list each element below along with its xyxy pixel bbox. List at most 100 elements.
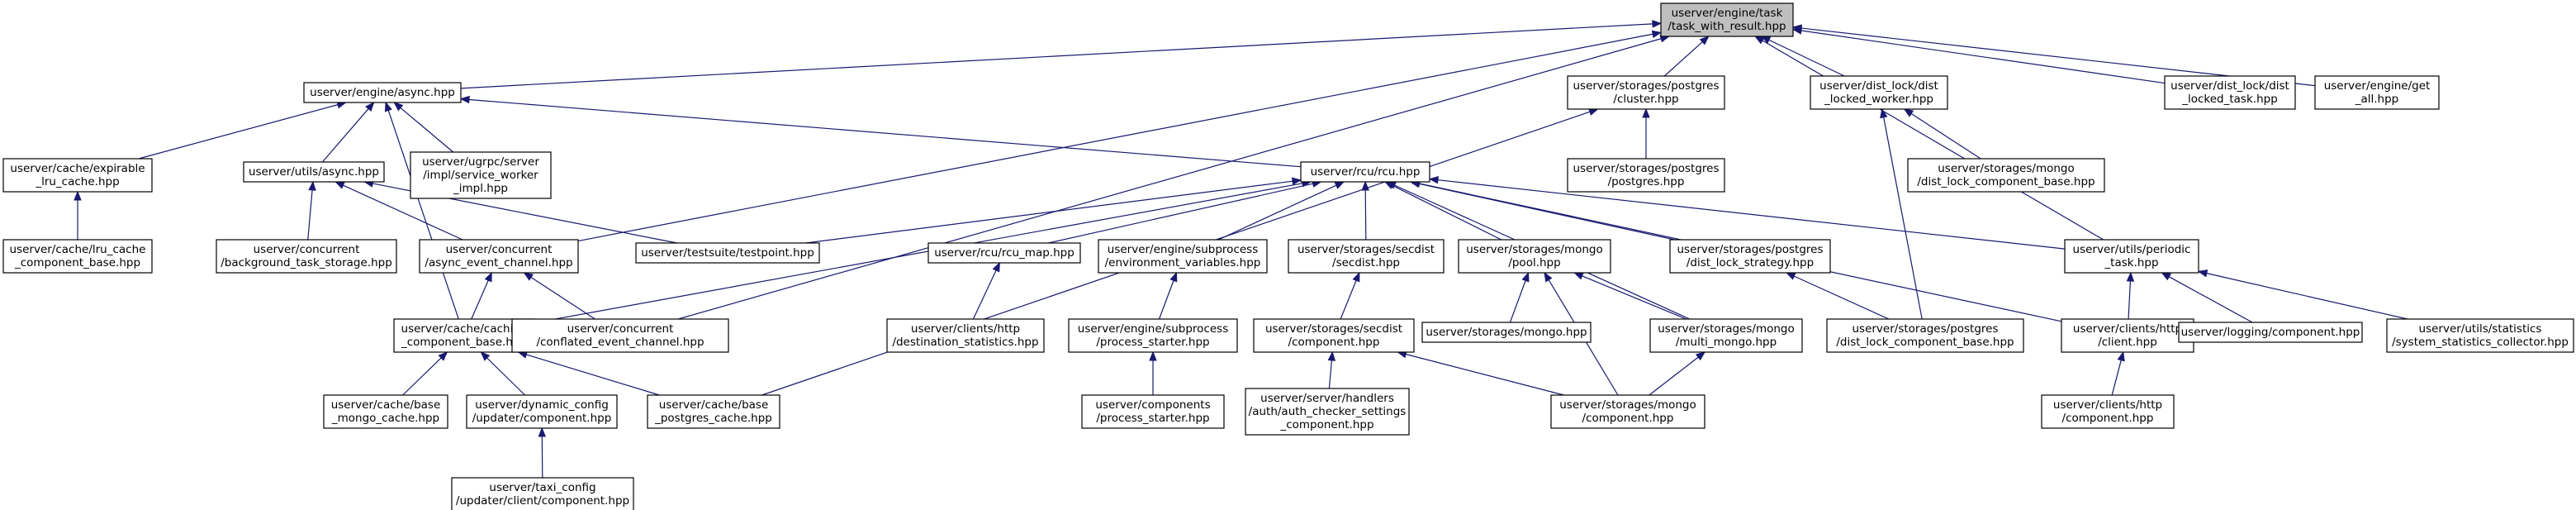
node-label: userver/storages/secdist: [1265, 322, 1402, 336]
node-mongo_comp[interactable]: userver/storages/mongo/component.hpp: [1550, 394, 1705, 429]
node-dist_lock_worker[interactable]: userver/dist_lock/dist_locked_worker.hpp: [1810, 75, 1948, 110]
node-label: userver/storages/mongo: [1559, 398, 1696, 412]
node-label: userver/clients/http: [2053, 398, 2162, 412]
arrowhead-icon: [1880, 107, 1888, 119]
node-box: [1421, 322, 1592, 343]
node-rcu_map[interactable]: userver/rcu/rcu_map.hpp: [927, 242, 1081, 264]
node-comp_process_starter[interactable]: userver/components/process_starter.hpp: [1081, 394, 1225, 429]
node-mongo_pool[interactable]: userver/storages/mongo/pool.hpp: [1458, 239, 1611, 274]
node-get_all[interactable]: userver/engine/get_all.hpp: [2314, 75, 2440, 110]
node-box: [323, 394, 448, 429]
node-dest_stats[interactable]: userver/clients/http/destination_statist…: [886, 318, 1045, 353]
edge-pg_dlcb-to-dist_lock_worker: [1883, 117, 1923, 320]
edge-expirable_lru-to-async: [138, 104, 339, 160]
node-base_mongo_cache[interactable]: userver/cache/base_mongo_cache.hpp: [323, 394, 448, 429]
node-label: /impl/service_worker: [423, 169, 538, 182]
edge-async_event_channel-to-root: [577, 33, 1653, 242]
node-label: /environment_variables.hpp: [1105, 256, 1261, 269]
node-async[interactable]: userver/engine/async.hpp: [303, 82, 462, 103]
node-label: userver/clients/http: [2073, 322, 2182, 336]
node-label: userver/logging/component.hpp: [2181, 326, 2360, 339]
node-box: [1660, 2, 1794, 37]
node-auth_checker[interactable]: userver/server/handlers/auth/auth_checke…: [1245, 388, 1410, 436]
node-label: userver/storages/postgres: [1677, 243, 1823, 256]
arrowhead-icon: [1652, 20, 1663, 28]
arrowhead-icon: [2117, 350, 2125, 362]
node-pg_cluster[interactable]: userver/storages/postgres/cluster.hpp: [1567, 75, 1725, 110]
node-label: userver/rcu/rcu_map.hpp: [934, 246, 1075, 260]
node-mongo_dlcb[interactable]: userver/storages/mongo/dist_lock_compone…: [1907, 158, 2105, 193]
node-ugrpc_sw[interactable]: userver/ugrpc/server/impl/service_worker…: [410, 151, 552, 199]
node-label: _locked_worker.hpp: [1824, 93, 1933, 106]
node-logging_comp[interactable]: userver/logging/component.hpp: [2178, 322, 2363, 343]
arrowhead-icon: [365, 101, 375, 112]
node-http_client[interactable]: userver/clients/http/client.hpp: [2061, 318, 2194, 353]
node-label: /updater/client/component.hpp: [456, 494, 629, 508]
node-testpoint[interactable]: userver/testsuite/testpoint.hpp: [635, 242, 820, 264]
node-base_pg_cache[interactable]: userver/cache/base_postgres_cache.hpp: [647, 394, 780, 429]
node-caching_cb[interactable]: userver/cache/caching_component_base.hpp: [393, 318, 535, 353]
arrowhead-icon: [459, 95, 470, 104]
node-label: /task_with_result.hpp: [1668, 20, 1786, 33]
edge-periodic_task-to-rcu: [1437, 179, 2066, 250]
edge-dist_locked_task-to-root: [1800, 30, 2166, 84]
node-box: [2, 239, 153, 274]
node-secdist[interactable]: userver/storages/secdist/secdist.hpp: [1288, 239, 1445, 274]
arrowhead-icon: [1149, 350, 1157, 361]
node-label: userver/ugrpc/server: [422, 155, 539, 169]
node-conflated_ec[interactable]: userver/concurrent/conflated_event_chann…: [511, 318, 729, 353]
node-pg_dls[interactable]: userver/storages/postgres/dist_lock_stra…: [1669, 239, 1831, 274]
arrowhead-icon: [1544, 271, 1553, 283]
edge-conflated_ec-to-async_event_channel: [530, 276, 595, 320]
node-root[interactable]: userver/engine/task/task_with_result.hpp: [1660, 2, 1794, 37]
node-dyn_cfg_updater[interactable]: userver/dynamic_config/updater/component…: [466, 394, 618, 429]
node-label: userver/cache/caching: [401, 322, 528, 336]
arrowhead-icon: [393, 102, 404, 112]
edge-pg_cluster-to-root: [1663, 41, 1703, 77]
node-periodic_task[interactable]: userver/utils/periodic_task.hpp: [2064, 239, 2199, 274]
edge-http_client_comp-to-http_client: [2111, 360, 2122, 396]
edge-process_starter-to-env_vars: [1158, 280, 1174, 320]
node-box: [1826, 318, 2024, 353]
node-postgres_hpp[interactable]: userver/storages/postgres/postgres.hpp: [1567, 158, 1725, 193]
node-dist_locked_task[interactable]: userver/dist_lock/dist_locked_task.hpp: [2164, 75, 2296, 110]
arrowhead-icon: [1428, 176, 1439, 184]
node-env_vars[interactable]: userver/engine/subprocess/environment_va…: [1098, 239, 1268, 274]
node-expirable_lru[interactable]: userver/cache/expirable_lru_cache.hpp: [2, 158, 153, 193]
node-box: [1907, 158, 2105, 193]
node-sys_stats[interactable]: userver/utils/statistics/system_statisti…: [2386, 318, 2574, 353]
edge-periodic_task-to-root: [1762, 40, 2104, 241]
node-multi_mongo[interactable]: userver/storages/mongo/multi_mongo.hpp: [1649, 318, 1803, 353]
node-utils_async[interactable]: userver/utils/async.hpp: [243, 161, 385, 183]
node-box: [466, 394, 618, 429]
arrowhead-icon: [1695, 351, 1706, 361]
arrowhead-icon: [1334, 181, 1345, 189]
node-taxi_config[interactable]: userver/taxi_config/updater/client/compo…: [451, 477, 634, 510]
node-label: userver/storages/postgres: [1573, 79, 1719, 93]
node-box: [1550, 394, 1705, 429]
arrowhead-icon: [1754, 36, 1765, 45]
node-bg_task_storage[interactable]: userver/concurrent/background_task_stora…: [216, 239, 397, 274]
arrowhead-icon: [2161, 272, 2172, 281]
node-box: [1810, 75, 1948, 110]
node-process_starter[interactable]: userver/engine/subprocess/process_starte…: [1068, 318, 1238, 353]
node-pg_dlcb[interactable]: userver/storages/postgres/dist_lock_comp…: [1826, 318, 2024, 353]
node-secdist_comp[interactable]: userver/storages/secdist/component.hpp: [1253, 318, 1415, 353]
node-rcu[interactable]: userver/rcu/rcu.hpp: [1300, 161, 1430, 183]
edge-dyn_cfg_updater-to-caching_cb: [486, 357, 525, 396]
node-box: [927, 242, 1081, 264]
node-box: [1245, 388, 1410, 436]
node-mongo_hpp[interactable]: userver/storages/mongo.hpp: [1421, 322, 1592, 343]
edge-dest_stats-to-rcu_map: [972, 269, 997, 320]
node-label: /secdist.hpp: [1332, 256, 1400, 269]
node-label: _mongo_cache.hpp: [331, 412, 439, 425]
node-box: [243, 161, 385, 183]
node-box: [303, 82, 462, 103]
edge-rcu_map-to-rcu: [1048, 183, 1313, 244]
node-async_event_channel[interactable]: userver/concurrent/async_event_channel.h…: [419, 239, 579, 274]
arrowhead-icon: [1291, 177, 1302, 185]
node-lru_cache_cb[interactable]: userver/cache/lru_cache_component_base.h…: [2, 239, 153, 274]
arrowhead-icon: [438, 351, 448, 361]
node-http_client_comp[interactable]: userver/clients/http/component.hpp: [2041, 394, 2175, 429]
node-box: [2, 158, 153, 193]
